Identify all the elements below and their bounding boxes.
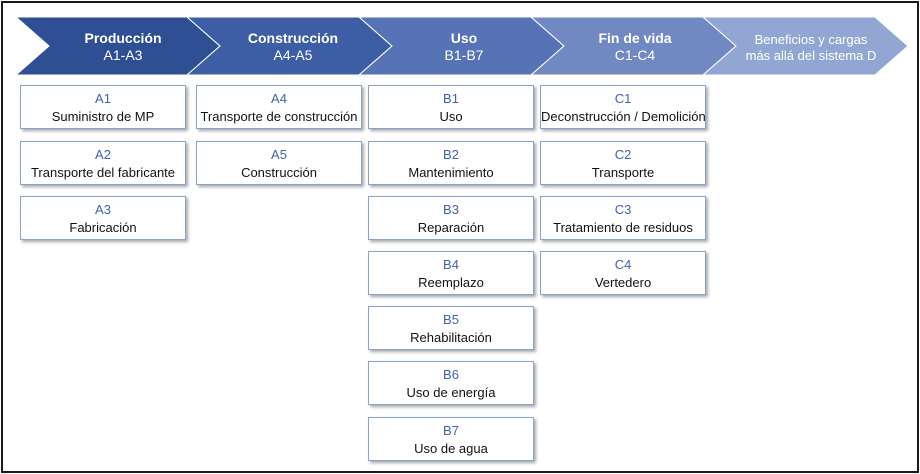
module-code: A4 (271, 91, 287, 106)
stage-codes: A1-A3 (103, 47, 143, 63)
module-label: Fabricación (69, 220, 137, 235)
stage-name: Construcción (247, 30, 339, 46)
module-label: Suministro de MP (51, 109, 155, 124)
module-code: A1 (95, 91, 111, 106)
module-label: Uso (439, 109, 463, 124)
stage-title-production: Producción A1-A3 (33, 30, 213, 64)
stage-name: Uso (450, 30, 478, 46)
module-code: C2 (614, 147, 632, 162)
module-box-c3: C3 Tratamiento de residuos (540, 196, 706, 240)
module-code: C3 (614, 202, 632, 217)
module-box-b1: B1 Uso (368, 85, 534, 129)
module-box-c4: C4 Vertedero (540, 251, 706, 295)
module-code: B5 (443, 312, 459, 327)
module-code: B7 (443, 423, 459, 438)
module-box-a5: A5 Construcción (196, 141, 362, 185)
module-label: Mantenimiento (408, 165, 494, 180)
module-code: B6 (443, 367, 459, 382)
module-code: A3 (95, 202, 111, 217)
module-label: Uso de agua (414, 441, 488, 456)
module-box-b6: B6 Uso de energía (368, 361, 534, 405)
module-box-b7: B7 Uso de agua (368, 417, 534, 461)
stage-name: Fin de vida (598, 30, 672, 46)
module-box-a1: A1 Suministro de MP (20, 85, 186, 129)
module-label: Reparación (417, 220, 485, 235)
stage-name: Producción (84, 30, 162, 46)
lifecycle-arrow-bar (14, 16, 909, 76)
module-code: B3 (443, 202, 459, 217)
module-label: Reemplazo (418, 275, 484, 290)
stage-codes: C1-C4 (614, 47, 656, 63)
stage-title-construction: Construcción A4-A5 (203, 30, 383, 64)
module-box-b4: B4 Reemplazo (368, 251, 534, 295)
module-box-a4: A4 Transporte de construcción (196, 85, 362, 129)
module-label: Transporte del fabricante (30, 165, 176, 180)
module-box-b3: B3 Reparación (368, 196, 534, 240)
module-label: Construcción (241, 165, 317, 180)
module-code: A5 (271, 147, 287, 162)
module-box-a3: A3 Fabricación (20, 196, 186, 240)
module-label: Transporte de construcción (200, 109, 358, 124)
module-code: B2 (443, 147, 459, 162)
stage-codes: B1-B7 (444, 47, 484, 63)
module-label: Vertedero (594, 275, 652, 290)
beyond-line-2: más allá del sistema D (745, 48, 877, 63)
stage-title-end-of-life: Fin de vida C1-C4 (545, 30, 725, 64)
module-label: Tratamiento de residuos (553, 220, 693, 235)
module-label: Uso de energía (406, 385, 496, 400)
stage-codes: A4-A5 (273, 47, 313, 63)
module-label: Transporte (591, 165, 655, 180)
stage-title-beyond-system: Beneficios y cargas más allá del sistema… (726, 32, 896, 64)
module-label: Rehabilitación (410, 330, 492, 345)
module-code: A2 (95, 147, 111, 162)
module-code: C1 (614, 91, 632, 106)
module-label: Deconstrucción / Demolición (541, 109, 706, 124)
module-code: B4 (443, 257, 459, 272)
module-code: C4 (614, 257, 632, 272)
module-box-b2: B2 Mantenimiento (368, 141, 534, 185)
module-box-a2: A2 Transporte del fabricante (20, 141, 186, 185)
module-box-b5: B5 Rehabilitación (368, 306, 534, 350)
module-box-c2: C2 Transporte (540, 141, 706, 185)
stage-title-use: Uso B1-B7 (374, 30, 554, 64)
module-box-c1: C1 Deconstrucción / Demolición (540, 85, 706, 129)
module-code: B1 (443, 91, 459, 106)
chevron-beyond-system (701, 16, 909, 76)
beyond-line-1: Beneficios y cargas (754, 32, 868, 47)
